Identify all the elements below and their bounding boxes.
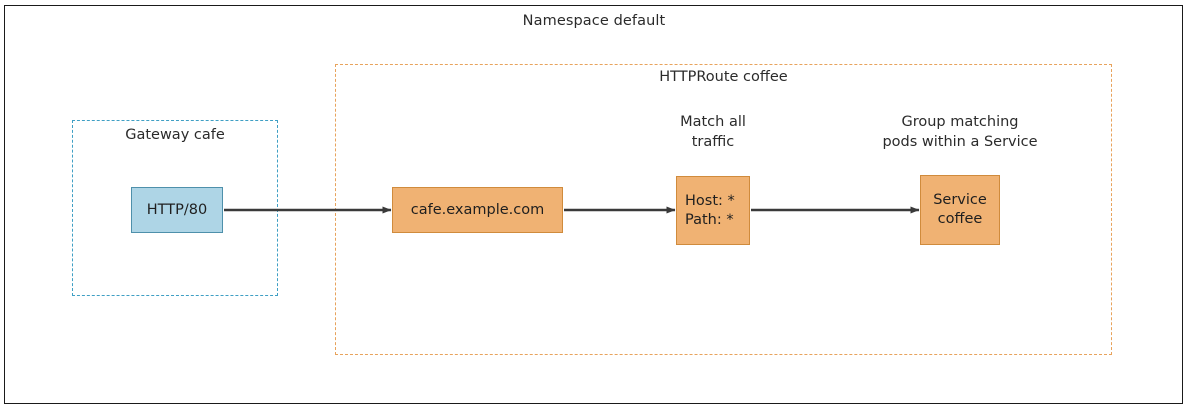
httproute-title: HTTPRoute coffee [659, 69, 788, 85]
match-host-rule: Host: * [685, 192, 735, 209]
httproute-hostname-node[interactable]: cafe.example.com [392, 187, 563, 233]
match-path-rule: Path: * [685, 211, 734, 228]
gateway-listener-node[interactable]: HTTP/80 [131, 187, 223, 233]
service-caption-line1: Group matching [901, 114, 1019, 130]
backend-service-name: coffee [937, 211, 983, 227]
gateway-title: Gateway cafe [125, 127, 225, 143]
gateway-listener-label: HTTP/80 [146, 201, 208, 218]
match-caption-line1: Match all [680, 114, 746, 130]
namespace-title: Namespace default [522, 13, 666, 29]
match-caption-line2: traffic [691, 133, 735, 150]
backend-service-kind: Service [933, 192, 987, 209]
gateway-container [72, 120, 278, 296]
httproute-hostname-label: cafe.example.com [410, 201, 545, 218]
service-caption: Group matching pods within a Service [862, 113, 1058, 152]
httproute-match-node[interactable]: Host: * Path: * [676, 176, 750, 245]
backend-service-node[interactable]: Service coffee [920, 175, 1000, 245]
service-caption-line2: pods within a Service [882, 133, 1038, 150]
match-caption: Match all traffic [638, 113, 788, 152]
